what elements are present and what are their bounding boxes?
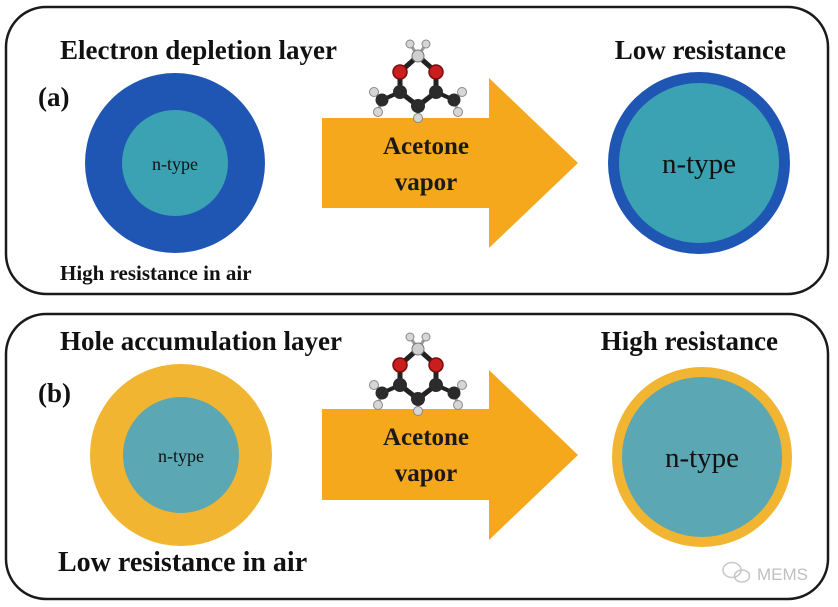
- arrow-label-line1-b: Acetone: [383, 424, 469, 451]
- panel-b-title: Hole accumulation layer: [60, 326, 342, 356]
- panel-a-bottom-note: High resistance in air: [60, 261, 252, 285]
- right-ntype-core: [619, 83, 779, 243]
- panel-a: Electron depletion layer (a) Low resista…: [4, 5, 830, 296]
- left-ntype-label-b: n-type: [158, 446, 204, 466]
- panel-a-right-title: Low resistance: [615, 35, 786, 65]
- panel-a-label: (a): [38, 82, 69, 112]
- arrow-label-line2: vapor: [395, 169, 458, 196]
- left-ntype-core: [122, 110, 228, 216]
- arrow-label-line1: Acetone: [383, 133, 469, 160]
- wechat-icon: [722, 561, 751, 583]
- left-ntype-label: n-type: [152, 154, 198, 174]
- panel-b-label: (b): [38, 378, 71, 408]
- watermark-text: MEMS: [757, 565, 808, 584]
- right-ntype-label-b: n-type: [665, 442, 739, 474]
- right-ntype-core-b: [622, 377, 782, 537]
- panel-b: Hole accumulation layer (b) High resista…: [4, 312, 830, 601]
- panel-b-right-title: High resistance: [601, 326, 778, 356]
- right-ntype-label: n-type: [662, 148, 736, 180]
- acetone-arrow-b: [322, 370, 578, 540]
- watermark: MEMS: [722, 561, 808, 584]
- left-ntype-core-b: [123, 397, 239, 513]
- arrow-label-line2-b: vapor: [395, 460, 458, 487]
- panel-b-bottom-note: Low resistance in air: [58, 547, 307, 578]
- panel-a-title: Electron depletion layer: [60, 35, 337, 65]
- acetone-arrow: [322, 78, 578, 248]
